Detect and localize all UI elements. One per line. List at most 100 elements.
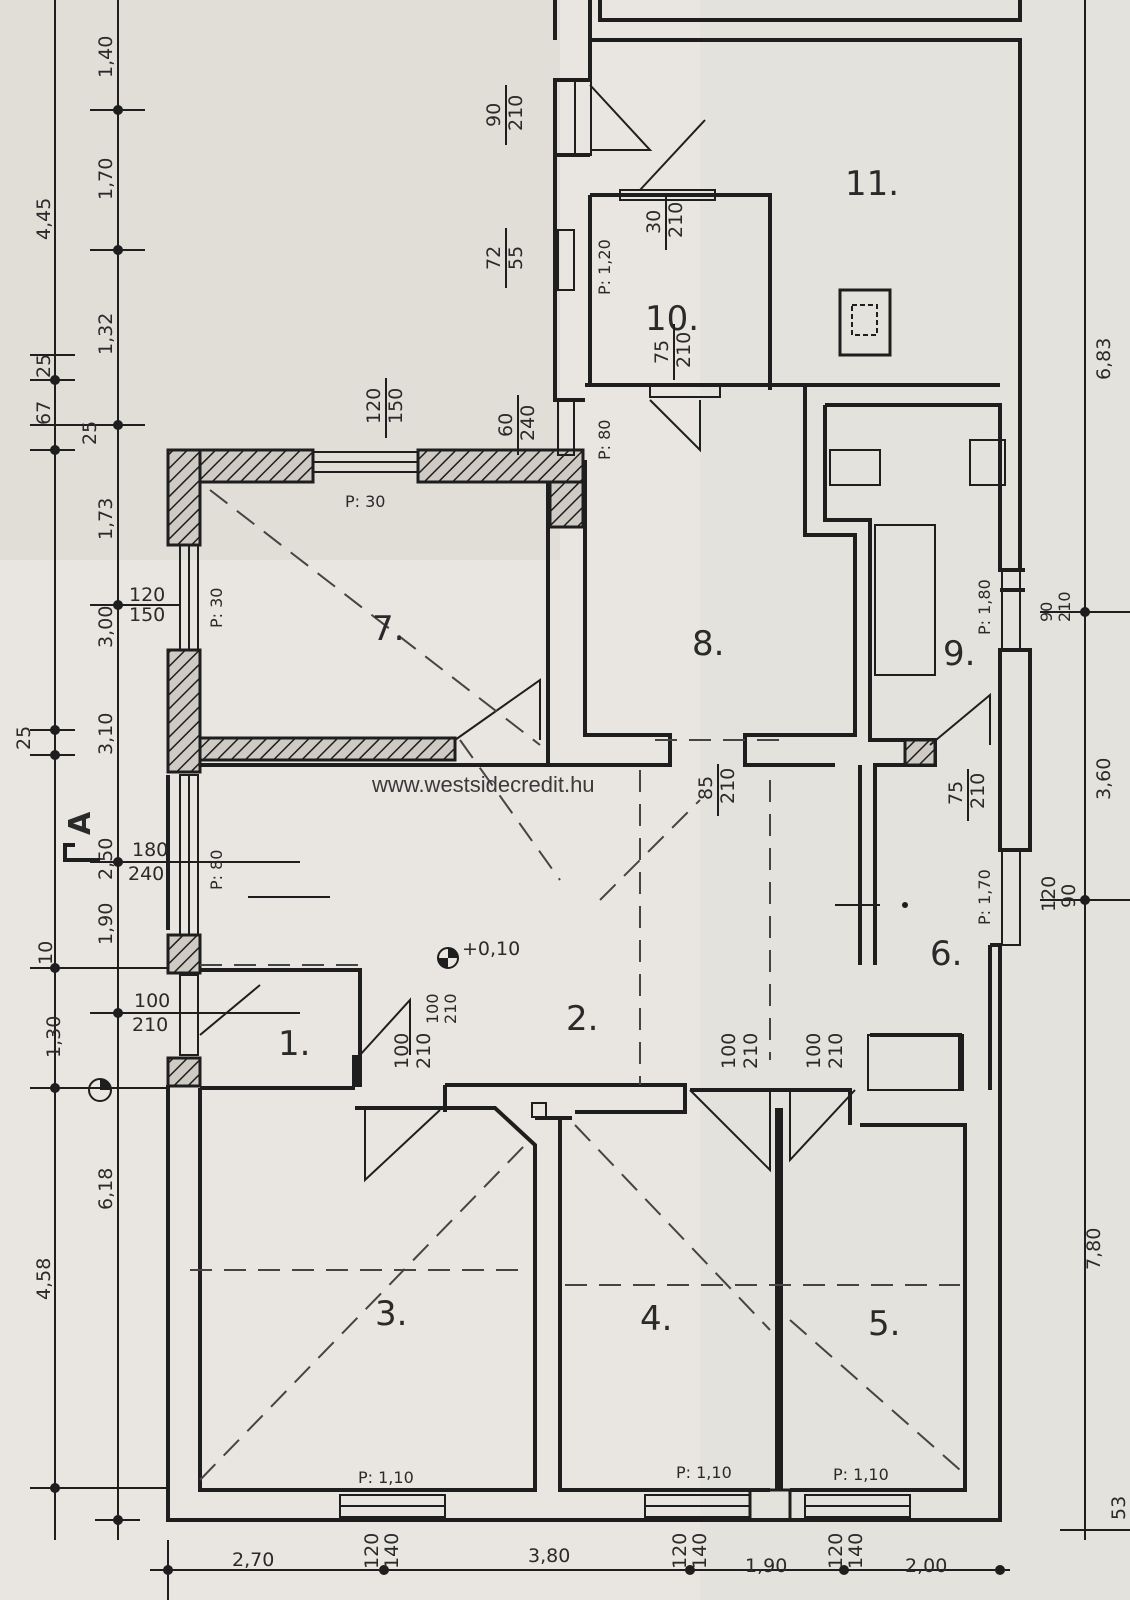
parapet-1-10-c: P: 1,10	[833, 1465, 889, 1484]
opening-100-210-b-bottom: 210	[441, 993, 460, 1024]
opening-120-140-c-bottom: 140	[845, 1533, 867, 1569]
opening-60-240-top: 60	[495, 413, 517, 437]
axis-marker	[88, 1078, 112, 1102]
dim-1-30: 1,30	[43, 1016, 65, 1058]
opening-120-140-c-top: 120	[825, 1533, 847, 1569]
level-label: +0,10	[462, 938, 520, 960]
dim-6-83: 6,83	[1093, 338, 1115, 380]
room-4: 4.	[640, 1299, 672, 1339]
dim-4-45: 4,45	[33, 198, 55, 240]
dim-4-58: 4,58	[33, 1258, 55, 1300]
room-1: 1.	[278, 1024, 310, 1064]
opening-72-55-bottom: 55	[505, 246, 527, 270]
dashed-diagonals	[190, 489, 961, 1481]
opening-90-210-top: 90	[483, 103, 505, 127]
dim-1-40: 1,40	[95, 36, 117, 78]
dim-6-18: 6,18	[95, 1168, 117, 1210]
opening-85-210-top: 85	[695, 776, 717, 800]
dim-25-b: 25	[79, 421, 101, 445]
opening-100-210-d-top: 100	[803, 1033, 825, 1069]
room-6: 6.	[930, 934, 962, 974]
room-7: 7.	[372, 609, 404, 649]
section-marker: A	[63, 811, 100, 862]
parapet-labels: P: 1,20 P: 80 P: 30 P: 30 P: 80 P: 1,80 …	[207, 239, 994, 1487]
opening-120-140-b-bottom: 140	[689, 1533, 711, 1569]
opening-85-210-bottom: 210	[717, 768, 739, 804]
opening-120-140-b-top: 120	[669, 1533, 691, 1569]
bottom-dimension-lines	[150, 1540, 1010, 1600]
dim-1-90: 1,90	[95, 903, 117, 945]
opening-72-55-top: 72	[483, 246, 505, 270]
parapet-30-b: P: 30	[207, 588, 226, 628]
opening-60-240-bottom: 240	[517, 405, 539, 441]
opening-120-90-bottom: 90	[1058, 884, 1080, 908]
level-marker: +0,10	[437, 938, 520, 969]
left-dimension-labels: 1,40 1,70 1,32 1,73 3,00 3,10 2,50 1,90 …	[13, 36, 117, 1300]
opening-100-210-c-bottom: 210	[740, 1033, 762, 1069]
opening-120-150-left-top: 120	[129, 584, 165, 606]
dim-3-60: 3,60	[1093, 758, 1115, 800]
fixtures	[248, 288, 1006, 1118]
right-dimension-lines	[1040, 0, 1130, 1540]
opening-75-210-r9-top: 75	[945, 781, 967, 805]
opening-120-140-a-bottom: 140	[381, 1533, 403, 1569]
room-labels: 1. 2. 3. 4. 5. 6. 7. 8. 9. 10. 11.	[278, 164, 975, 1344]
section-label: A	[63, 811, 98, 835]
dim-2-70: 2,70	[232, 1549, 274, 1571]
opening-120-150-top-top: 120	[363, 388, 385, 424]
opening-100-210-b-top: 100	[423, 993, 442, 1024]
watermark: www.westsidecredit.hu	[371, 772, 595, 797]
room-3: 3.	[375, 1294, 407, 1334]
parapet-30-a: P: 30	[345, 492, 385, 511]
dim-3-00: 3,00	[95, 606, 117, 648]
dim-3-10: 3,10	[95, 713, 117, 755]
room-8: 8.	[692, 624, 724, 664]
room-5: 5.	[868, 1304, 900, 1344]
opening-75-210-r10-top: 75	[651, 340, 673, 364]
dim-25-a: 25	[33, 354, 55, 378]
dim-53: 53	[1108, 1496, 1130, 1520]
room-11: 11.	[845, 164, 899, 204]
opening-120-150-left-bottom: 150	[129, 604, 165, 626]
opening-30-210-top: 30	[643, 210, 665, 234]
right-dimension-labels: 6,83 3,60 7,80 53	[1083, 338, 1130, 1520]
opening-100-210-a-top: 100	[391, 1033, 413, 1069]
opening-75-210-r9-bottom: 210	[967, 773, 989, 809]
hatched-walls	[166, 448, 937, 1088]
parapet-1-20: P: 1,20	[595, 239, 614, 295]
opening-100-210-ent-top: 100	[134, 990, 170, 1012]
dim-67: 67	[33, 401, 55, 425]
parapet-80-a: P: 80	[595, 420, 614, 460]
door-swings	[199, 84, 991, 1183]
dim-3-80: 3,80	[528, 1545, 570, 1567]
opening-180-240-bottom: 240	[128, 863, 164, 885]
opening-30-210-bottom: 210	[665, 202, 687, 238]
bottom-dimension-labels: 2,70 3,80 1,90 2,00	[232, 1545, 947, 1577]
opening-120-150-top-bottom: 150	[385, 388, 407, 424]
parapet-1-10-a: P: 1,10	[358, 1468, 414, 1487]
parapet-1-70: P: 1,70	[975, 869, 994, 925]
opening-120-90-top: 120	[1038, 876, 1060, 912]
walls	[166, 0, 1032, 1522]
dim-2-00: 2,00	[905, 1555, 947, 1577]
dim-1-70: 1,70	[95, 158, 117, 200]
dim-25-c: 25	[13, 726, 35, 750]
room-10: 10.	[645, 299, 699, 339]
opening-90-210-bottom: 210	[505, 95, 527, 131]
opening-100-210-ent-bottom: 210	[132, 1014, 168, 1036]
parapet-80-b: P: 80	[207, 850, 226, 890]
opening-120-140-a-top: 120	[361, 1533, 383, 1569]
parapet-1-80: P: 1,80	[975, 579, 994, 635]
left-dimension-lines	[30, 0, 300, 1540]
dim-2-50: 2,50	[95, 838, 117, 880]
opening-90-210-r9-top: 90	[1037, 602, 1056, 622]
opening-100-210-a-bottom: 210	[413, 1033, 435, 1069]
dim-1-73: 1,73	[95, 498, 117, 540]
opening-100-210-c-top: 100	[718, 1033, 740, 1069]
parapet-1-10-b: P: 1,10	[676, 1463, 732, 1482]
dim-7-80: 7,80	[1083, 1228, 1105, 1270]
opening-100-210-d-bottom: 210	[825, 1033, 847, 1069]
opening-180-240-top: 180	[132, 839, 168, 861]
opening-75-210-r10-bottom: 210	[673, 332, 695, 368]
